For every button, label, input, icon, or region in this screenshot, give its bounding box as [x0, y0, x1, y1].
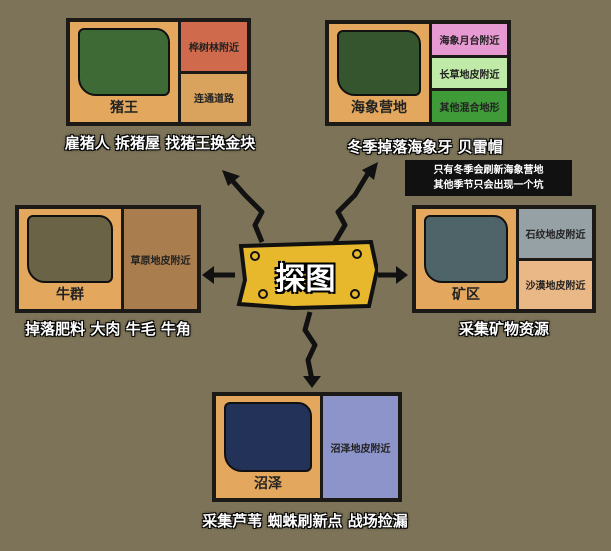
- center-title: 探图: [275, 262, 336, 297]
- swamp-caption: 采集芦苇 蜘蛛刷新点 战场捡漏: [202, 512, 408, 530]
- mine-caption: 采集矿物资源: [458, 320, 549, 338]
- pig-king-image: 猪王: [70, 22, 178, 122]
- center-sign: 探图: [233, 239, 380, 311]
- location-cell: 连通道路: [181, 73, 247, 122]
- beefalo-card: 牛群 草原地皮附近: [15, 205, 201, 313]
- swamp-card: 沼泽 沼泽地皮附近: [212, 392, 402, 502]
- tooltip-line: 其他季节只会出现一个坑: [433, 180, 544, 191]
- location-cell: 草原地皮附近: [124, 209, 197, 309]
- mine-label: 矿区: [452, 287, 480, 303]
- pig-king-label: 猪王: [110, 100, 138, 116]
- walrus-tooltip: 只有冬季会刷新海象营地其他季节只会出现一个坑: [405, 160, 572, 196]
- mine-image: 矿区: [416, 209, 516, 309]
- arrow-to-pig-king: [228, 176, 265, 243]
- location-cell: 海象月台附近: [432, 24, 507, 55]
- mine-card: 矿区 石纹地皮附近 沙漠地皮附近: [412, 205, 596, 313]
- location-cell: 其他混合地形: [432, 91, 507, 123]
- location-cell: 长草地皮附近: [432, 57, 507, 89]
- beefalo-caption: 掉落肥料 大肉 牛毛 牛角: [25, 320, 191, 338]
- walrus-label: 海象营地: [351, 100, 407, 116]
- location-cell: 石纹地皮附近: [519, 209, 592, 258]
- walrus-caption: 冬季掉落海象牙 贝雷帽: [347, 138, 503, 156]
- location-cell: 沼泽地皮附近: [323, 396, 398, 498]
- pig-king-card: 猪王 桦树林附近 连通道路: [66, 18, 251, 126]
- swamp-label: 沼泽: [254, 476, 282, 492]
- location-cell: 沙漠地皮附近: [519, 260, 592, 309]
- walrus-card: 海象营地 海象月台附近 长草地皮附近 其他混合地形: [325, 20, 511, 126]
- pig-king-caption: 雇猪人 拆猪屋 找猪王换金块: [64, 134, 256, 152]
- beefalo-image: 牛群: [19, 209, 121, 309]
- arrow-to-swamp: [302, 311, 318, 381]
- walrus-image: 海象营地: [329, 24, 429, 122]
- beefalo-label: 牛群: [56, 287, 84, 303]
- arrow-to-walrus: [332, 168, 373, 244]
- location-cell: 桦树林附近: [181, 22, 247, 71]
- swamp-image: 沼泽: [216, 396, 320, 498]
- tooltip-line: 只有冬季会刷新海象营地: [433, 165, 544, 176]
